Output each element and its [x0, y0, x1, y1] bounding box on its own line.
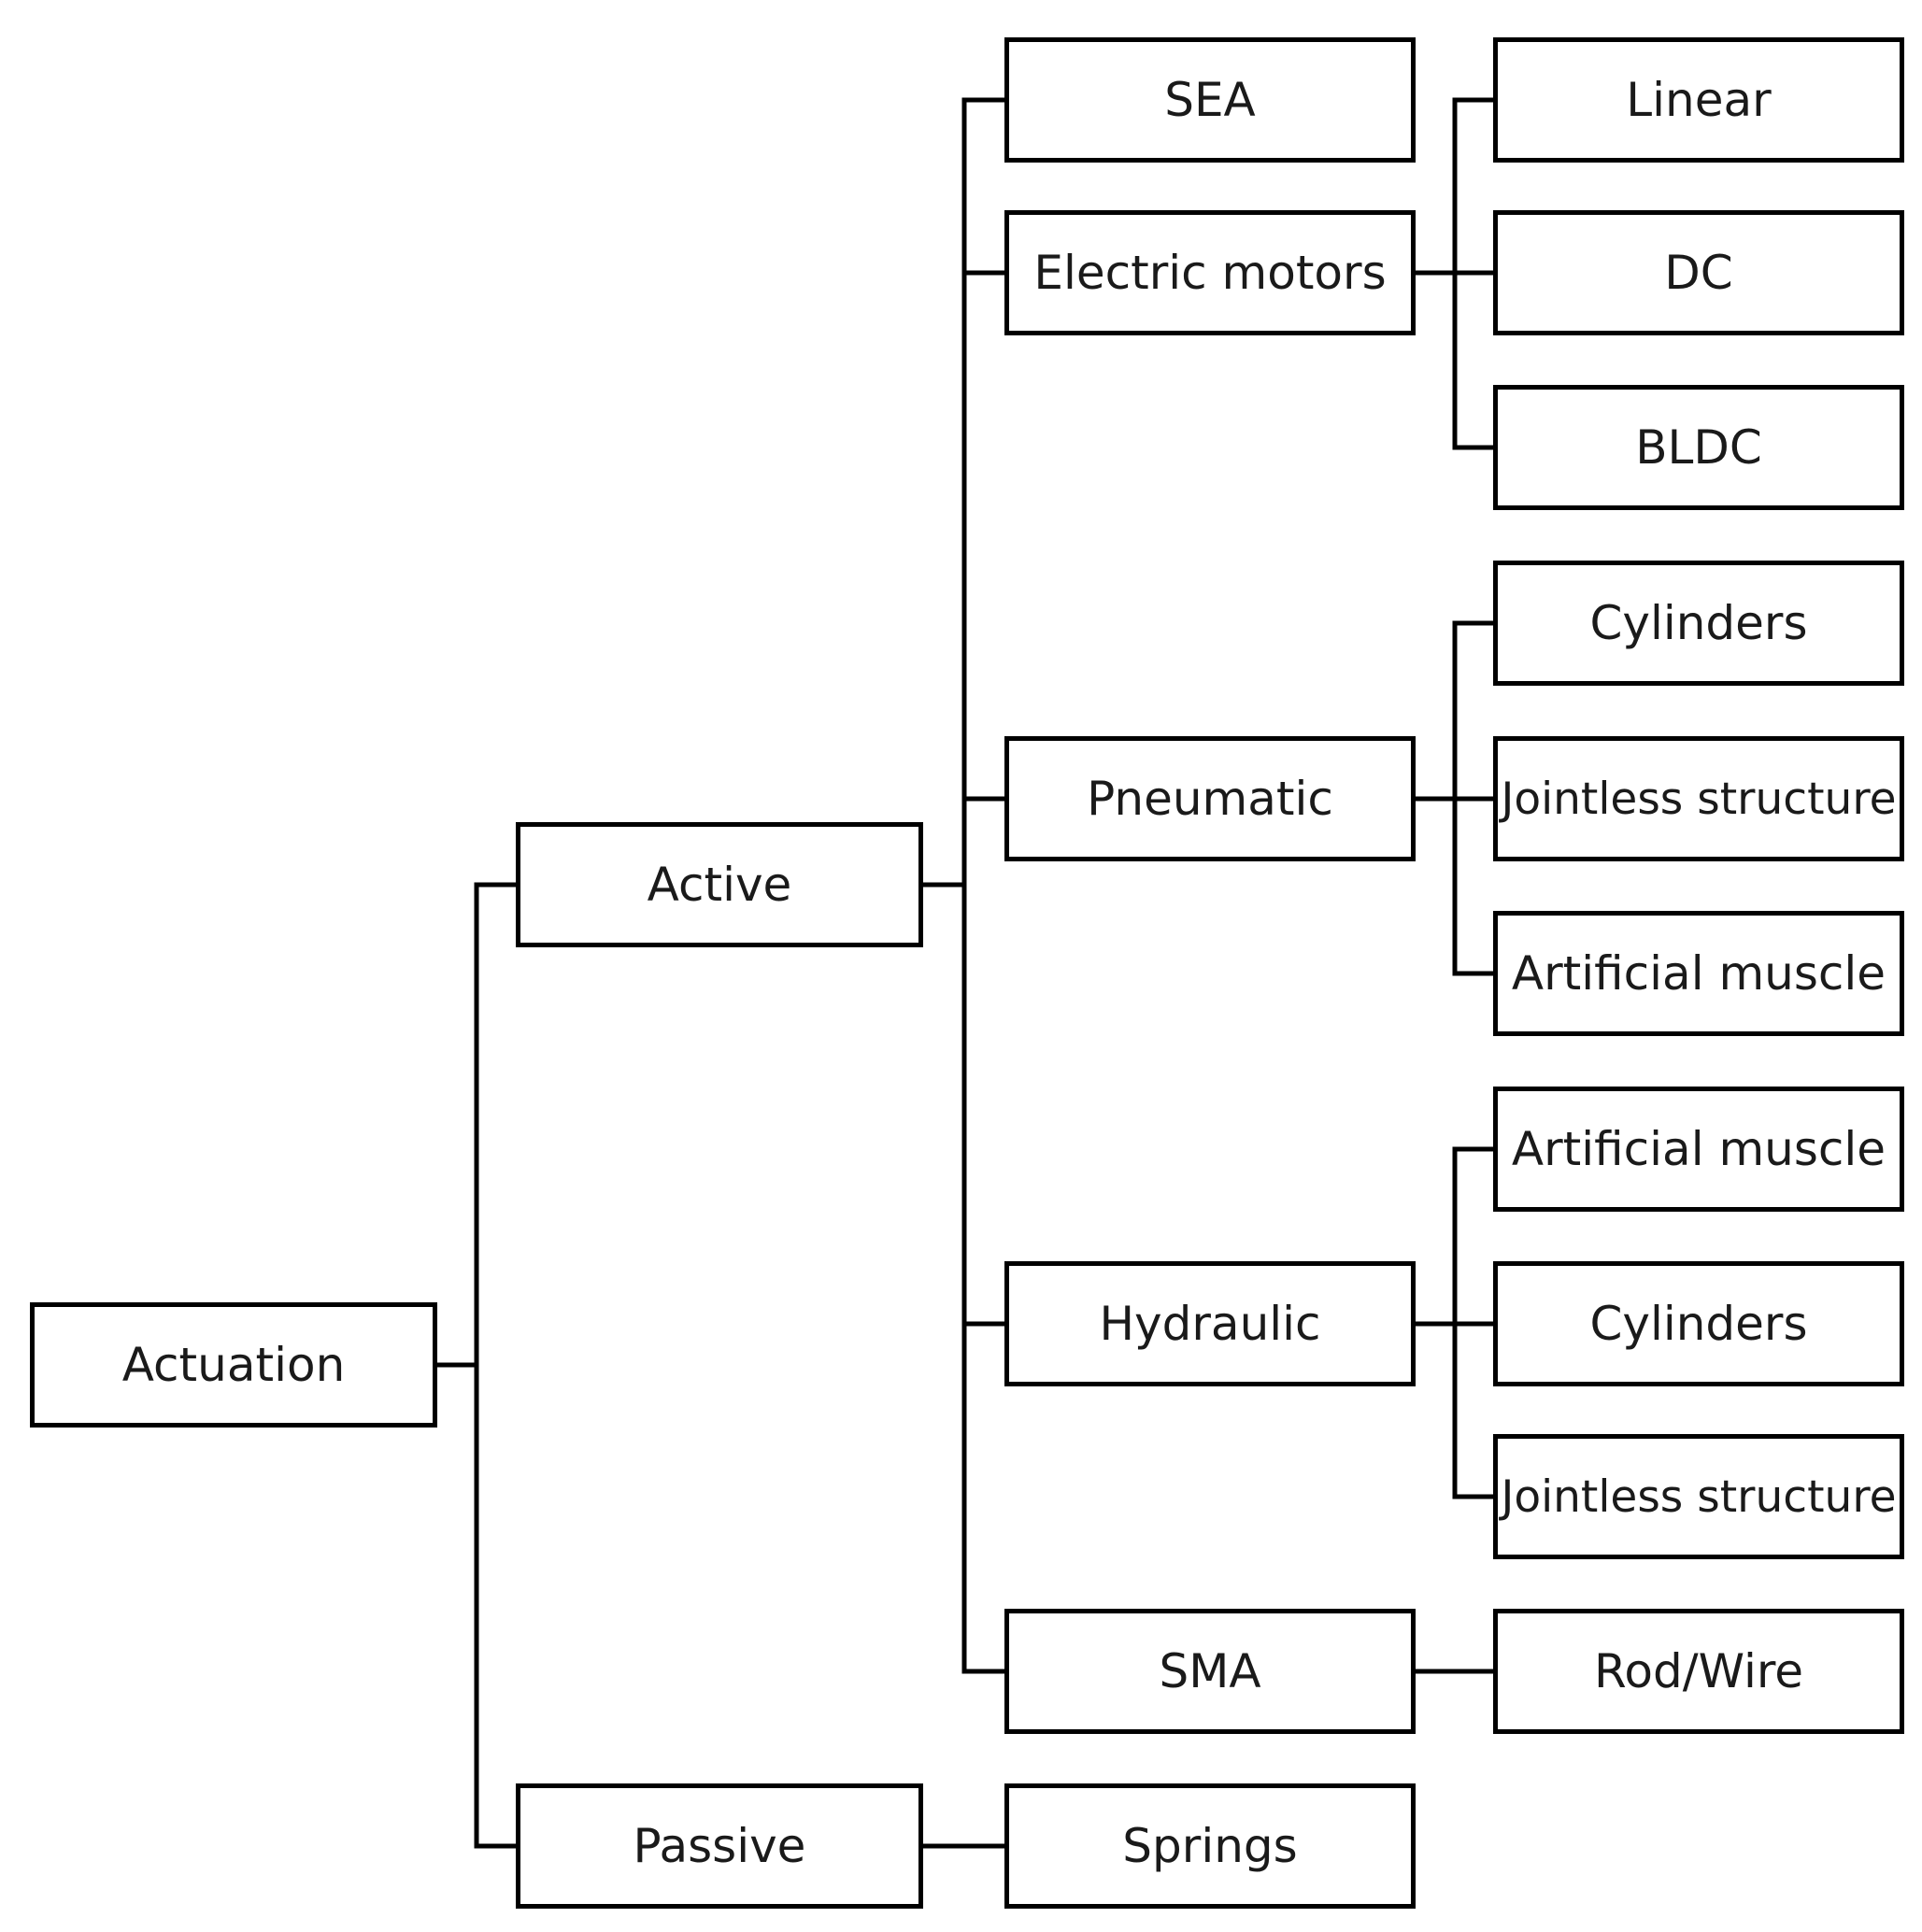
node-hydraulic-cylinders: Cylinders: [1493, 1261, 1904, 1386]
node-springs: Springs: [1004, 1783, 1416, 1909]
connector-actuation: [434, 882, 519, 1849]
node-pneumatic-jointless-structure: Jointless structure: [1493, 736, 1904, 861]
node-label: SEA: [1164, 73, 1256, 127]
node-passive: Passive: [516, 1783, 923, 1909]
node-rod-wire: Rod/Wire: [1493, 1609, 1904, 1734]
node-label: Actuation: [121, 1338, 346, 1392]
node-hydraulic-artificial-muscle: Artificial muscle: [1493, 1087, 1904, 1212]
connector-electric-motors: [1413, 97, 1496, 450]
node-hydraulic-jointless-structure: Jointless structure: [1493, 1434, 1904, 1559]
node-pneumatic-cylinders: Cylinders: [1493, 561, 1904, 686]
node-label: Artificial muscle: [1511, 946, 1886, 1001]
node-label: Jointless structure: [1501, 773, 1897, 825]
node-sea: SEA: [1004, 37, 1416, 163]
node-label: BLDC: [1635, 420, 1762, 475]
node-label: DC: [1664, 246, 1733, 300]
connector-pneumatic: [1413, 620, 1496, 976]
node-dc: DC: [1493, 210, 1904, 335]
node-label: Active: [647, 858, 792, 912]
node-actuation: Actuation: [30, 1302, 437, 1428]
node-label: Cylinders: [1589, 1297, 1808, 1351]
node-label: Electric motors: [1033, 246, 1387, 300]
node-pneumatic: Pneumatic: [1004, 736, 1416, 861]
node-label: Linear: [1626, 73, 1772, 127]
node-pneumatic-artificial-muscle: Artificial muscle: [1493, 911, 1904, 1036]
node-sma: SMA: [1004, 1609, 1416, 1734]
node-label: Rod/Wire: [1593, 1644, 1804, 1698]
node-label: Artificial muscle: [1511, 1122, 1886, 1176]
node-label: Pneumatic: [1087, 772, 1333, 826]
node-label: Cylinders: [1589, 596, 1808, 650]
node-label: Springs: [1122, 1819, 1298, 1873]
node-electric-motors: Electric motors: [1004, 210, 1416, 335]
node-linear: Linear: [1493, 37, 1904, 163]
node-label: Passive: [633, 1819, 806, 1873]
node-label: Hydraulic: [1099, 1297, 1321, 1351]
node-bldc: BLDC: [1493, 385, 1904, 510]
node-label: SMA: [1159, 1644, 1261, 1698]
node-active: Active: [516, 822, 923, 947]
connector-hydraulic: [1413, 1146, 1496, 1499]
node-label: Jointless structure: [1501, 1470, 1897, 1523]
connector-active: [920, 97, 1007, 1674]
node-hydraulic: Hydraulic: [1004, 1261, 1416, 1386]
